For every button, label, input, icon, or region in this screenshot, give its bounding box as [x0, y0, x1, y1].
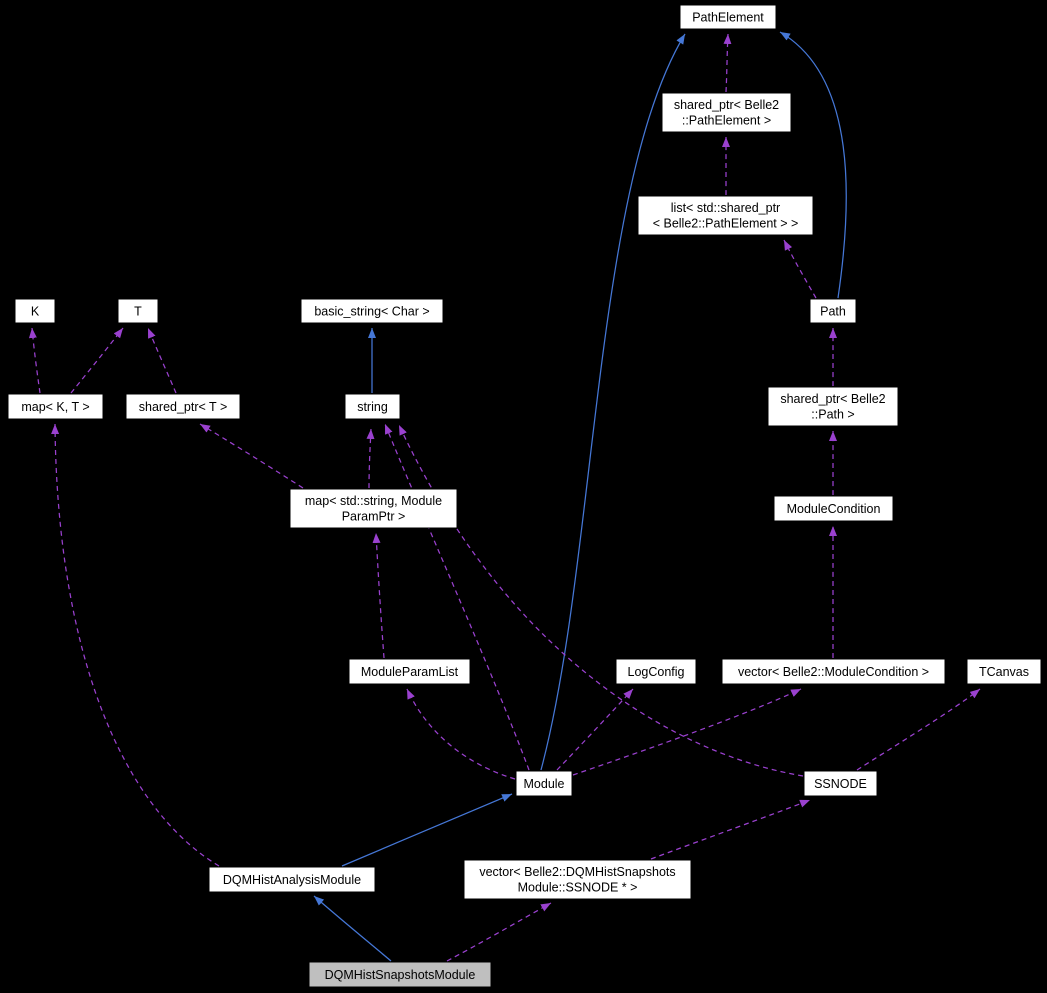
node-K[interactable]: K	[14, 298, 56, 324]
node-ModuleParamList[interactable]: ModuleParamList	[348, 658, 471, 685]
node-box[interactable]	[679, 4, 777, 30]
edge-Module-to-LogConfig	[556, 688, 634, 771]
node-label: shared_ptr< T >	[139, 400, 228, 414]
node-box[interactable]	[348, 658, 471, 685]
node-box[interactable]	[7, 393, 104, 420]
node-label: ModuleParamList	[361, 665, 459, 679]
edge-DQMHistAnalysisModule-to-map_K_T	[51, 423, 220, 867]
node-vector_ModuleCondition[interactable]: vector< Belle2::ModuleCondition >	[721, 658, 946, 685]
edge-DQMHistSnapshotsModule-to-vector_SSNODE	[446, 902, 552, 962]
node-Path[interactable]: Path	[809, 298, 857, 324]
node-box[interactable]	[208, 866, 376, 893]
edge-shared_ptr_PathElement-to-PathElement	[723, 33, 732, 93]
node-TCanvas[interactable]: TCanvas	[966, 658, 1042, 685]
edge-shared_ptr_T-to-T	[147, 327, 177, 394]
edge-map_string_ModuleParamPtr-to-string	[366, 428, 375, 489]
edge-ModuleParamList-to-map_string_ModuleParamPtr	[372, 532, 385, 659]
node-box[interactable]	[125, 393, 241, 420]
node-basic_string_Char[interactable]: basic_string< Char >	[300, 298, 444, 324]
node-box[interactable]	[515, 770, 573, 797]
node-label: TCanvas	[979, 665, 1029, 679]
node-map_K_T[interactable]: map< K, T >	[7, 393, 104, 420]
node-shared_ptr_PathElement[interactable]: shared_ptr< Belle2::PathElement >	[661, 92, 792, 133]
node-Module[interactable]: Module	[515, 770, 573, 797]
node-label: T	[134, 304, 142, 318]
node-label: string	[357, 400, 388, 414]
edge-Path-to-list_shared_ptr_PathElement	[783, 239, 817, 299]
edge-Module-to-PathElement	[540, 33, 686, 771]
node-label: vector< Belle2::ModuleCondition >	[738, 665, 929, 679]
node-box[interactable]	[637, 195, 814, 236]
edge-DQMHistAnalysisModule-to-Module	[341, 793, 513, 867]
node-DQMHistSnapshotsModule[interactable]: DQMHistSnapshotsModule	[308, 961, 492, 988]
node-box[interactable]	[661, 92, 792, 133]
node-box[interactable]	[721, 658, 946, 685]
node-label: LogConfig	[628, 665, 685, 679]
node-label: K	[31, 304, 40, 318]
node-box[interactable]	[615, 658, 697, 685]
node-label: map< K, T >	[21, 400, 89, 414]
node-box[interactable]	[289, 488, 458, 529]
node-label: Module	[524, 777, 565, 791]
node-label: Path	[820, 304, 846, 318]
node-box[interactable]	[767, 386, 899, 427]
node-box[interactable]	[344, 393, 401, 420]
node-label: DQMHistSnapshotsModule	[325, 968, 476, 982]
edge-map_K_T-to-K	[28, 327, 41, 394]
node-label: PathElement	[692, 10, 764, 24]
node-label: ModuleCondition	[787, 502, 881, 516]
node-shared_ptr_T[interactable]: shared_ptr< T >	[125, 393, 241, 420]
node-box[interactable]	[809, 298, 857, 324]
node-label: shared_ptr< Belle2::Path >	[780, 392, 885, 422]
edge-SSNODE-to-TCanvas	[856, 688, 981, 771]
node-box[interactable]	[803, 770, 878, 797]
node-box[interactable]	[14, 298, 56, 324]
edge-Module-to-vector_ModuleCondition	[572, 688, 802, 776]
node-label: shared_ptr< Belle2::PathElement >	[674, 98, 779, 128]
edge-Module-to-ModuleParamList	[406, 688, 516, 780]
edges-layer	[28, 31, 981, 962]
node-ModuleCondition[interactable]: ModuleCondition	[773, 495, 894, 522]
node-label: basic_string< Char >	[314, 304, 429, 318]
edge-Module-to-string	[384, 423, 530, 771]
node-shared_ptr_Path[interactable]: shared_ptr< Belle2::Path >	[767, 386, 899, 427]
edge-DQMHistSnapshotsModule-to-DQMHistAnalysisModule	[313, 895, 392, 962]
edge-map_K_T-to-T	[70, 327, 124, 394]
node-box[interactable]	[773, 495, 894, 522]
node-T[interactable]: T	[117, 298, 159, 324]
edge-vector_SSNODE-to-SSNODE	[650, 799, 811, 860]
node-string[interactable]: string	[344, 393, 401, 420]
node-LogConfig[interactable]: LogConfig	[615, 658, 697, 685]
node-label: SSNODE	[814, 777, 867, 791]
node-box[interactable]	[463, 859, 692, 900]
node-box[interactable]	[308, 961, 492, 988]
node-DQMHistAnalysisModule[interactable]: DQMHistAnalysisModule	[208, 866, 376, 893]
node-SSNODE[interactable]: SSNODE	[803, 770, 878, 797]
node-box[interactable]	[117, 298, 159, 324]
edge-Path-to-PathElement	[779, 31, 847, 299]
node-list_shared_ptr_PathElement[interactable]: list< std::shared_ptr< Belle2::PathEleme…	[637, 195, 814, 236]
node-PathElement[interactable]: PathElement	[679, 4, 777, 30]
node-label: list< std::shared_ptr< Belle2::PathEleme…	[653, 201, 799, 231]
edge-map_string_ModuleParamPtr-to-shared_ptr_T	[199, 423, 304, 489]
node-label: DQMHistAnalysisModule	[223, 873, 361, 887]
node-box[interactable]	[966, 658, 1042, 685]
node-box[interactable]	[300, 298, 444, 324]
